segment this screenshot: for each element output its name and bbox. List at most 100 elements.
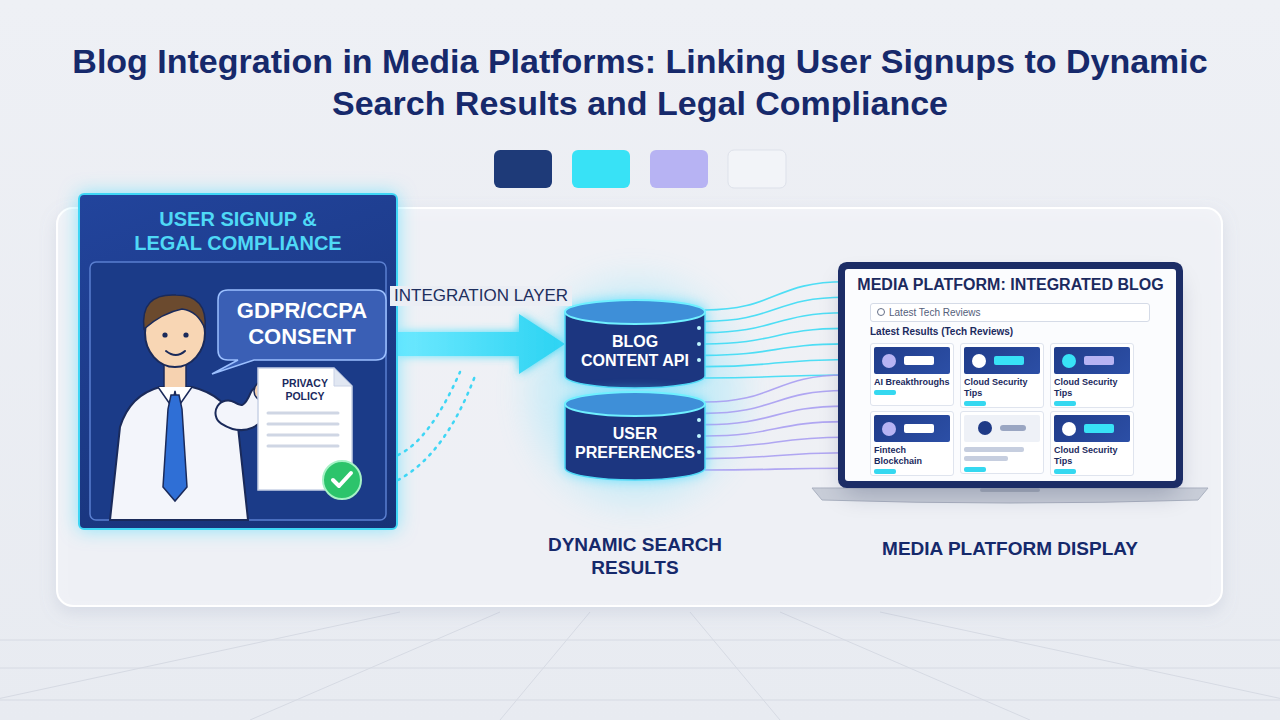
port-dot (697, 342, 701, 346)
data-stream-line (705, 297, 845, 321)
result-card: Cloud Security Tips (1050, 343, 1134, 408)
flow-arrow (398, 314, 565, 374)
edge-label: INTEGRATION LAYER (390, 286, 572, 306)
card-thumbnail (874, 415, 950, 442)
database-cylinder: USER PREFERENCES (565, 392, 705, 480)
section-caption: MEDIA PLATFORM DISPLAY (860, 537, 1160, 560)
text-placeholder (964, 447, 1024, 452)
database-cylinder: BLOG CONTENT API (565, 300, 705, 388)
card-title: Cloud Security Tips (1054, 445, 1130, 467)
swatch (650, 150, 708, 188)
cylinder-top (565, 300, 705, 324)
results-heading: Latest Results (Tech Reviews) (870, 326, 1150, 338)
grid-line (250, 612, 500, 720)
laptop-screen: MEDIA PLATFORM: INTEGRATED BLOGLatest Re… (845, 269, 1176, 481)
thumbnail-shape (904, 356, 934, 365)
data-stream-line (705, 375, 845, 378)
thumbnail-shape (1084, 424, 1114, 433)
privacy-document: PRIVACY POLICY (258, 368, 352, 490)
document-title: PRIVACY POLICY (264, 377, 346, 403)
result-card: Fintech Blockchain (870, 411, 954, 476)
database-label: USER PREFERENCES (573, 424, 697, 462)
document-fold (334, 368, 352, 386)
read-more-button (1054, 469, 1076, 474)
result-card-image (960, 411, 1044, 474)
port-dot (697, 358, 701, 362)
read-more-button (964, 401, 986, 406)
eye (162, 332, 167, 337)
laptop-notch (980, 488, 1040, 492)
diagram-title: Blog Integration in Media Platforms: Lin… (70, 40, 1210, 124)
thumbnail-shape (882, 354, 896, 368)
data-stream-line (705, 375, 845, 402)
read-more-button (874, 390, 896, 395)
search-query: Latest Tech Reviews (889, 304, 1143, 321)
card-title: Fintech Blockchain (874, 445, 950, 467)
card-thumbnail (874, 347, 950, 374)
grid-line (500, 612, 590, 720)
speech-bubble (212, 290, 386, 374)
thumbnail-bar (1000, 425, 1026, 431)
thumbnail-shape (1084, 356, 1114, 365)
connector (705, 375, 845, 470)
palette-swatches (494, 150, 786, 188)
database-glow (530, 282, 740, 502)
result-card: Cloud Security Tips (1050, 411, 1134, 476)
thumbnail-icon (978, 421, 992, 435)
thumbnail-shape (1062, 422, 1076, 436)
data-stream-line (705, 406, 845, 425)
data-particles (398, 372, 475, 480)
thumbnail-shape (994, 356, 1024, 365)
arm-outline (228, 398, 262, 418)
text-holder: GDPR/CCPA CONSENT (218, 290, 386, 360)
smile (166, 351, 185, 355)
card-thumbnail (1054, 415, 1130, 442)
connector (705, 282, 845, 378)
read-more-button (874, 469, 896, 474)
connector (398, 314, 565, 374)
search-bar: Latest Tech Reviews (870, 303, 1150, 322)
data-stream-line (705, 359, 845, 366)
document-line (268, 423, 338, 426)
grid-line (690, 612, 780, 720)
card-thumbnail (964, 415, 1040, 442)
glass-panel (57, 208, 1222, 606)
card-thumbnail (964, 347, 1040, 374)
document-line (268, 445, 338, 448)
data-stream-line (705, 468, 845, 470)
card-title: Cloud Security Tips (964, 377, 1040, 399)
port-dot (697, 418, 701, 422)
text-holder: Cloud Security Tips (1051, 412, 1133, 477)
laptop-deck (812, 488, 1208, 503)
port-dot (697, 434, 701, 438)
read-more-button (1054, 401, 1076, 406)
data-stream-line (705, 328, 845, 344)
text-placeholder (964, 456, 1008, 461)
arm (228, 398, 262, 418)
document-line (268, 434, 338, 437)
result-card: AI Breakthroughs (870, 343, 954, 406)
database-label: BLOG CONTENT API (573, 332, 697, 370)
panel-heading: USER SIGNUP & LEGAL COMPLIANCE (123, 207, 353, 255)
text-holder: Fintech Blockchain (871, 412, 953, 477)
grid-line (0, 668, 1280, 669)
text-holder: AI Breakthroughs (871, 344, 953, 405)
grid-line (0, 612, 400, 720)
card-title: AI Breakthroughs (874, 377, 950, 388)
grid-line (880, 612, 1280, 720)
swatch (572, 150, 630, 188)
thumbnail-shape (882, 422, 896, 436)
result-card: Cloud Security Tips (960, 343, 1044, 408)
thumbnail-shape (1062, 354, 1076, 368)
search-icon (877, 308, 885, 316)
data-stream-line (705, 453, 845, 459)
swatch (728, 150, 786, 188)
data-stream-line (705, 391, 845, 414)
check-mark (333, 473, 351, 486)
text-holder: Cloud Security Tips (1051, 344, 1133, 409)
bubble-text: GDPR/CCPA CONSENT (226, 298, 378, 350)
read-more-button (964, 467, 986, 472)
text-holder: Cloud Security Tips (961, 344, 1043, 409)
consent-bubble: GDPR/CCPA CONSENT (218, 290, 386, 360)
